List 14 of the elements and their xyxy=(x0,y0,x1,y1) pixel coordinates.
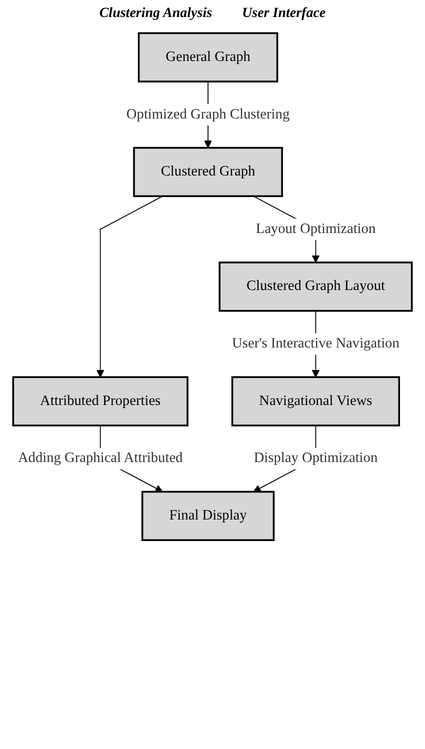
node-box: Clustered Graph xyxy=(133,146,283,198)
node-box: Final Display xyxy=(141,490,275,542)
arrow xyxy=(96,196,164,378)
section-label: Clustering Analysis xyxy=(99,6,212,22)
node-box: Navigational Views xyxy=(231,376,400,426)
edge-label: Layout Optimization xyxy=(256,221,376,236)
node-box: Attributed Properties xyxy=(12,376,188,426)
edge-label: User's Interactive Navigation xyxy=(232,336,400,352)
edge-label: Optimized Graph Clustering xyxy=(126,106,290,122)
edge-label: Display Optimization xyxy=(254,450,378,466)
section-label: User Interface xyxy=(242,6,326,22)
edge-label: Adding Graphical Attributed xyxy=(18,450,183,466)
node-box: Clustered Graph Layout xyxy=(218,262,413,312)
node-box: General Graph xyxy=(138,32,278,82)
